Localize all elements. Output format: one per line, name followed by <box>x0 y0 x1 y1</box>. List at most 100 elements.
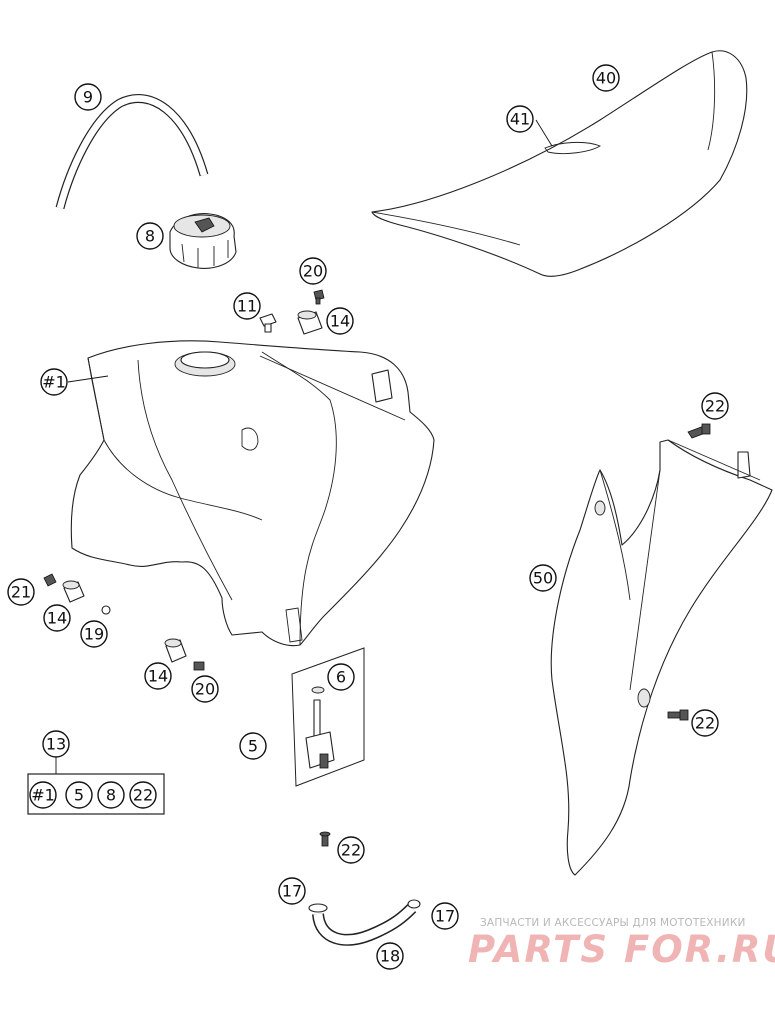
kit-item-circle <box>97 781 125 809</box>
callout-label: 22 <box>695 714 715 733</box>
spacer-14-middle <box>164 638 187 663</box>
screw-20-top <box>313 289 325 305</box>
callout-c22c: 22 <box>337 836 365 864</box>
kit-item-label: 22 <box>133 786 153 805</box>
kit-item-circle <box>129 781 157 809</box>
callout-circle <box>43 604 71 632</box>
callout-circle <box>326 307 354 335</box>
callout-c14c: 14 <box>144 662 172 690</box>
callout-c50: 50 <box>529 564 557 592</box>
kit-item-label: 5 <box>74 786 84 805</box>
screw-22-bottom <box>319 831 331 847</box>
callout-c17b: 17 <box>431 902 459 930</box>
callout-circle <box>592 64 620 92</box>
callout-c11: 11 <box>233 292 261 320</box>
spacer-14-top <box>297 310 323 335</box>
callout-c13: 13 <box>42 730 70 758</box>
side-panel-drawing <box>550 439 773 876</box>
callout-label: 14 <box>330 312 350 331</box>
callout-label: #1 <box>42 373 66 392</box>
callout-circle <box>327 663 355 691</box>
callout-circle <box>80 620 108 648</box>
callout-c6: 6 <box>327 663 355 691</box>
callout-circle <box>529 564 557 592</box>
callout-circle <box>233 292 261 320</box>
callout-label: 8 <box>145 227 155 246</box>
callout-label: 20 <box>195 680 215 699</box>
fuel-hose-drawing <box>308 899 421 946</box>
callout-label: 21 <box>11 583 31 602</box>
callout-label: 13 <box>46 735 66 754</box>
callout-label: 19 <box>84 625 104 644</box>
callout-circle <box>144 662 172 690</box>
callout-circle <box>191 675 219 703</box>
callout-label: 14 <box>47 609 67 628</box>
kit-item-label: 8 <box>106 786 116 805</box>
callout-circle <box>7 578 35 606</box>
watermark: ЗАПЧАСТИ И АКСЕССУАРЫ ДЛЯ МОТОТЕХНИКИ PA… <box>468 917 775 971</box>
callout-layer: 40 41 9 8 20 11 14 #1 22 50 21 14 19 14 20 6 5 22 13 22 17 17… <box>7 64 729 970</box>
callout-label: 6 <box>336 668 346 687</box>
kit-item-label: #1 <box>31 786 55 805</box>
callout-label: 11 <box>237 297 257 316</box>
callout-label: 22 <box>341 841 361 860</box>
callout-label: 17 <box>282 882 302 901</box>
callout-label: 22 <box>705 397 725 416</box>
watermark-brand: PARTS FOR.RU <box>468 928 775 971</box>
fuel-tank-drawing <box>70 340 435 647</box>
fuel-cap-drawing <box>169 213 237 269</box>
screw-20-middle <box>193 661 205 671</box>
spacer-14-left <box>62 580 85 603</box>
callout-label: 20 <box>303 262 323 281</box>
callout-circle <box>376 942 404 970</box>
fuel-tap-box <box>291 647 365 787</box>
leader-lines <box>67 119 553 383</box>
callout-circle <box>40 368 68 396</box>
callout-c22a: 22 <box>701 392 729 420</box>
bolt-11 <box>259 313 277 333</box>
callout-c18: 18 <box>376 942 404 970</box>
callout-circle <box>239 732 267 760</box>
callout-c5: 5 <box>239 732 267 760</box>
callout-c20b: 20 <box>191 675 219 703</box>
screw-21 <box>43 573 57 587</box>
kit-item-circle <box>29 781 57 809</box>
callout-c19: 19 <box>80 620 108 648</box>
callout-circle <box>506 105 534 133</box>
callout-c20a: 20 <box>299 257 327 285</box>
callout-circle <box>136 222 164 250</box>
kit-item-circle <box>65 781 93 809</box>
callout-c8: 8 <box>136 222 164 250</box>
kit-item: #1 <box>29 781 57 809</box>
callout-c14a: 14 <box>326 307 354 335</box>
kit-contents: #1 5 8 22 <box>29 781 157 809</box>
callout-circle <box>74 83 102 111</box>
callout-circle <box>42 730 70 758</box>
callout-label: 40 <box>596 69 616 88</box>
callout-label: 50 <box>533 569 553 588</box>
breather-hose-drawing <box>55 94 209 210</box>
callout-label: 41 <box>510 110 530 129</box>
seat-drawing <box>371 50 748 277</box>
kit-item: 22 <box>129 781 157 809</box>
callout-c9: 9 <box>74 83 102 111</box>
washer-19 <box>101 605 111 615</box>
callout-label: 5 <box>248 737 258 756</box>
callout-circle <box>701 392 729 420</box>
callout-c41: 41 <box>506 105 534 133</box>
kit-item: 8 <box>97 781 125 809</box>
callout-c22b: 22 <box>691 709 719 737</box>
callout-c40: 40 <box>592 64 620 92</box>
callout-c21: 21 <box>7 578 35 606</box>
callout-c17a: 17 <box>278 877 306 905</box>
callout-c14b: 14 <box>43 604 71 632</box>
callout-circle <box>299 257 327 285</box>
callout-label: 14 <box>148 667 168 686</box>
callout-circle <box>691 709 719 737</box>
callout-circle <box>278 877 306 905</box>
callout-label: 18 <box>380 947 400 966</box>
callout-label: 17 <box>435 907 455 926</box>
watermark-tagline: ЗАПЧАСТИ И АКСЕССУАРЫ ДЛЯ МОТОТЕХНИКИ <box>480 917 746 929</box>
screw-22-lower-right <box>667 709 689 721</box>
